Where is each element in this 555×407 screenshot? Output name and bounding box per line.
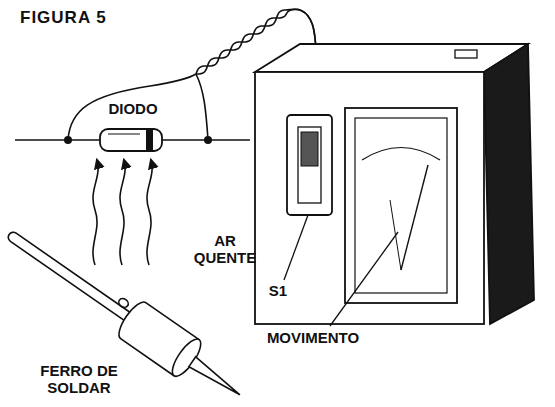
diode (15, 129, 250, 151)
leader-lines (284, 215, 398, 326)
part-label: DIODO (98, 100, 168, 117)
figure-title: FIGURA 5 (20, 8, 107, 28)
part-label: MOVIMENTO (258, 329, 368, 346)
part-label: FERRO DE SOLDAR (28, 362, 130, 396)
part-label: S1 (266, 282, 290, 299)
instrument-box (255, 44, 534, 324)
part-label: AR QUENTE (188, 232, 262, 266)
hot-air-arrows (93, 160, 152, 265)
